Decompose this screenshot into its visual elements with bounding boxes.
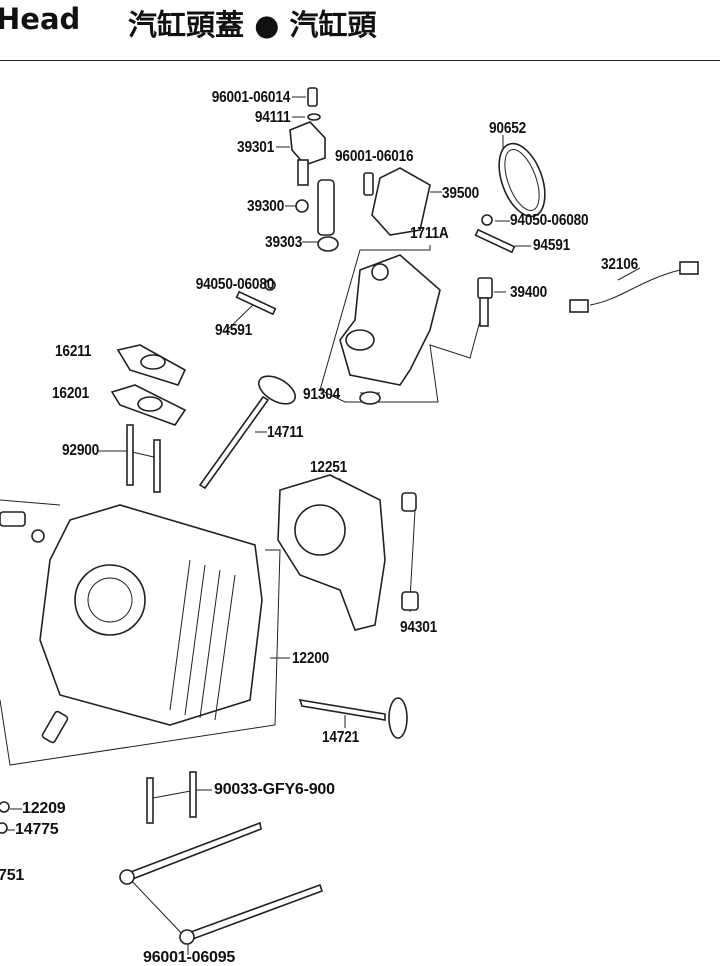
cylinder-head-12200 <box>39 504 263 726</box>
part-label: 1711A <box>410 225 449 242</box>
clamp-90652 <box>498 142 546 218</box>
part-label: 39301 <box>236 139 274 156</box>
stud-92900 <box>126 424 161 493</box>
page-title-english: Head <box>0 2 81 36</box>
part-label: 94301 <box>400 619 438 636</box>
sensor-39400 <box>477 277 493 327</box>
valve-14711 <box>198 375 296 490</box>
part-label: 90033-GFY6-900 <box>214 781 335 798</box>
part-label: 96001-06095 <box>143 949 236 966</box>
harness-32106 <box>569 261 699 313</box>
part-label: 14711 <box>267 424 304 441</box>
part-label: 39500 <box>442 185 480 202</box>
plug-parts <box>0 511 69 834</box>
part-label: 39303 <box>264 234 302 251</box>
oring-91304 <box>359 391 381 405</box>
valve-14721 <box>298 697 408 739</box>
washer-94111 <box>307 113 321 121</box>
part-label: 16211 <box>55 343 92 360</box>
dowel-94301 <box>401 492 419 611</box>
part-label: 94050-06080 <box>510 212 589 229</box>
gasket-16211 <box>116 344 187 386</box>
part-label: 12200 <box>292 650 330 667</box>
bolt-96001-06014 <box>307 87 318 107</box>
part-label: 12209 <box>22 800 66 817</box>
part-label: 92900 <box>62 442 100 459</box>
injector-39300 <box>295 179 335 236</box>
injector-holder-39301 <box>289 121 326 186</box>
part-label: 14775 <box>15 821 59 838</box>
part-label: 96001-06014 <box>211 89 291 106</box>
part-label: 12251 <box>310 459 348 476</box>
stud-90033-GFY6-900 <box>146 771 197 824</box>
gasket-16201 <box>110 384 187 426</box>
part-label: 94050-06080 <box>195 276 275 293</box>
page-title-chinese: 汽缸頭蓋 ● 汽缸頭 <box>128 8 377 42</box>
part-label: 14721 <box>322 729 360 746</box>
part-label: 96001-06016 <box>335 148 414 165</box>
part-label: 32106 <box>601 256 639 273</box>
nut-94050-06080 <box>264 214 493 291</box>
sensor-39500 <box>371 167 431 236</box>
part-label: 94591 <box>533 237 571 254</box>
part-label: 39400 <box>510 284 548 301</box>
part-label: 90652 <box>489 120 527 137</box>
gasket-12251 <box>277 474 386 631</box>
part-label: 94591 <box>215 322 253 339</box>
band-94591 <box>235 228 516 316</box>
part-label: 39300 <box>246 198 284 215</box>
intake-pipe-1711A <box>339 254 441 386</box>
part-label: 16201 <box>52 385 90 402</box>
part-label: 91304 <box>303 386 341 403</box>
part-label: 94111 <box>254 109 290 126</box>
seal-39303 <box>317 236 339 252</box>
header-divider <box>0 60 720 61</box>
part-label: 751 <box>0 867 25 884</box>
bolt-96001-06016 <box>363 172 374 196</box>
bolt-96001-06095 <box>119 821 324 945</box>
